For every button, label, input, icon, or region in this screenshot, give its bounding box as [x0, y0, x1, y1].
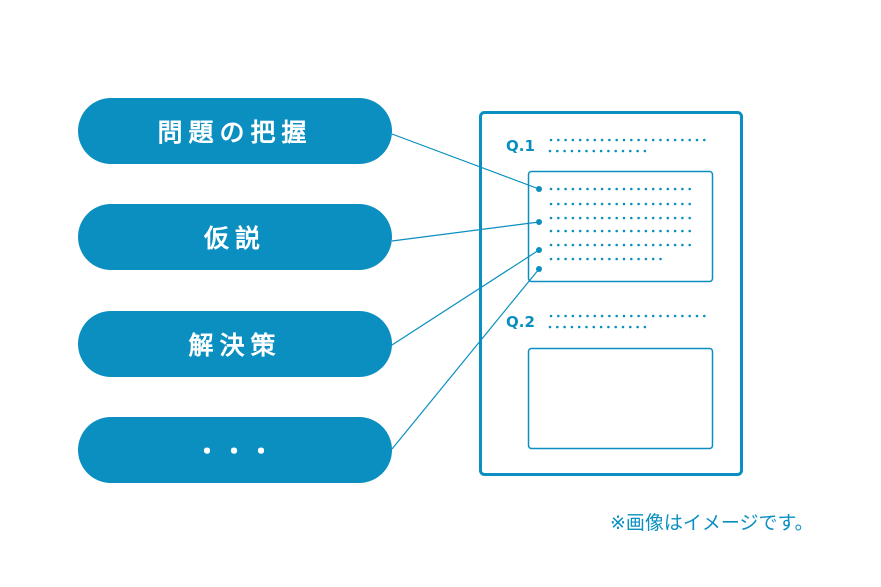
pill-problem-understanding: 問題の把握	[78, 98, 392, 164]
pill-more: ・・・	[78, 417, 392, 483]
answer-box-1	[527, 170, 714, 283]
question-label-1: Q.1	[506, 137, 535, 155]
answer-box-2	[527, 347, 714, 450]
connector-dots	[536, 186, 542, 272]
placeholder-text-dots	[548, 138, 713, 329]
question-label-2: Q.2	[506, 313, 535, 331]
pill-label: 仮説	[203, 224, 266, 253]
connector-lines	[391, 133, 540, 450]
image-disclaimer: ※画像はイメージです。	[610, 512, 814, 534]
pill-label: 解決策	[188, 331, 282, 360]
document-frame	[479, 111, 743, 476]
pill-solution: 解決策	[78, 311, 392, 377]
pill-label: 問題の把握	[157, 118, 313, 147]
pill-label: ・・・	[194, 437, 276, 466]
pill-hypothesis: 仮説	[78, 204, 392, 270]
